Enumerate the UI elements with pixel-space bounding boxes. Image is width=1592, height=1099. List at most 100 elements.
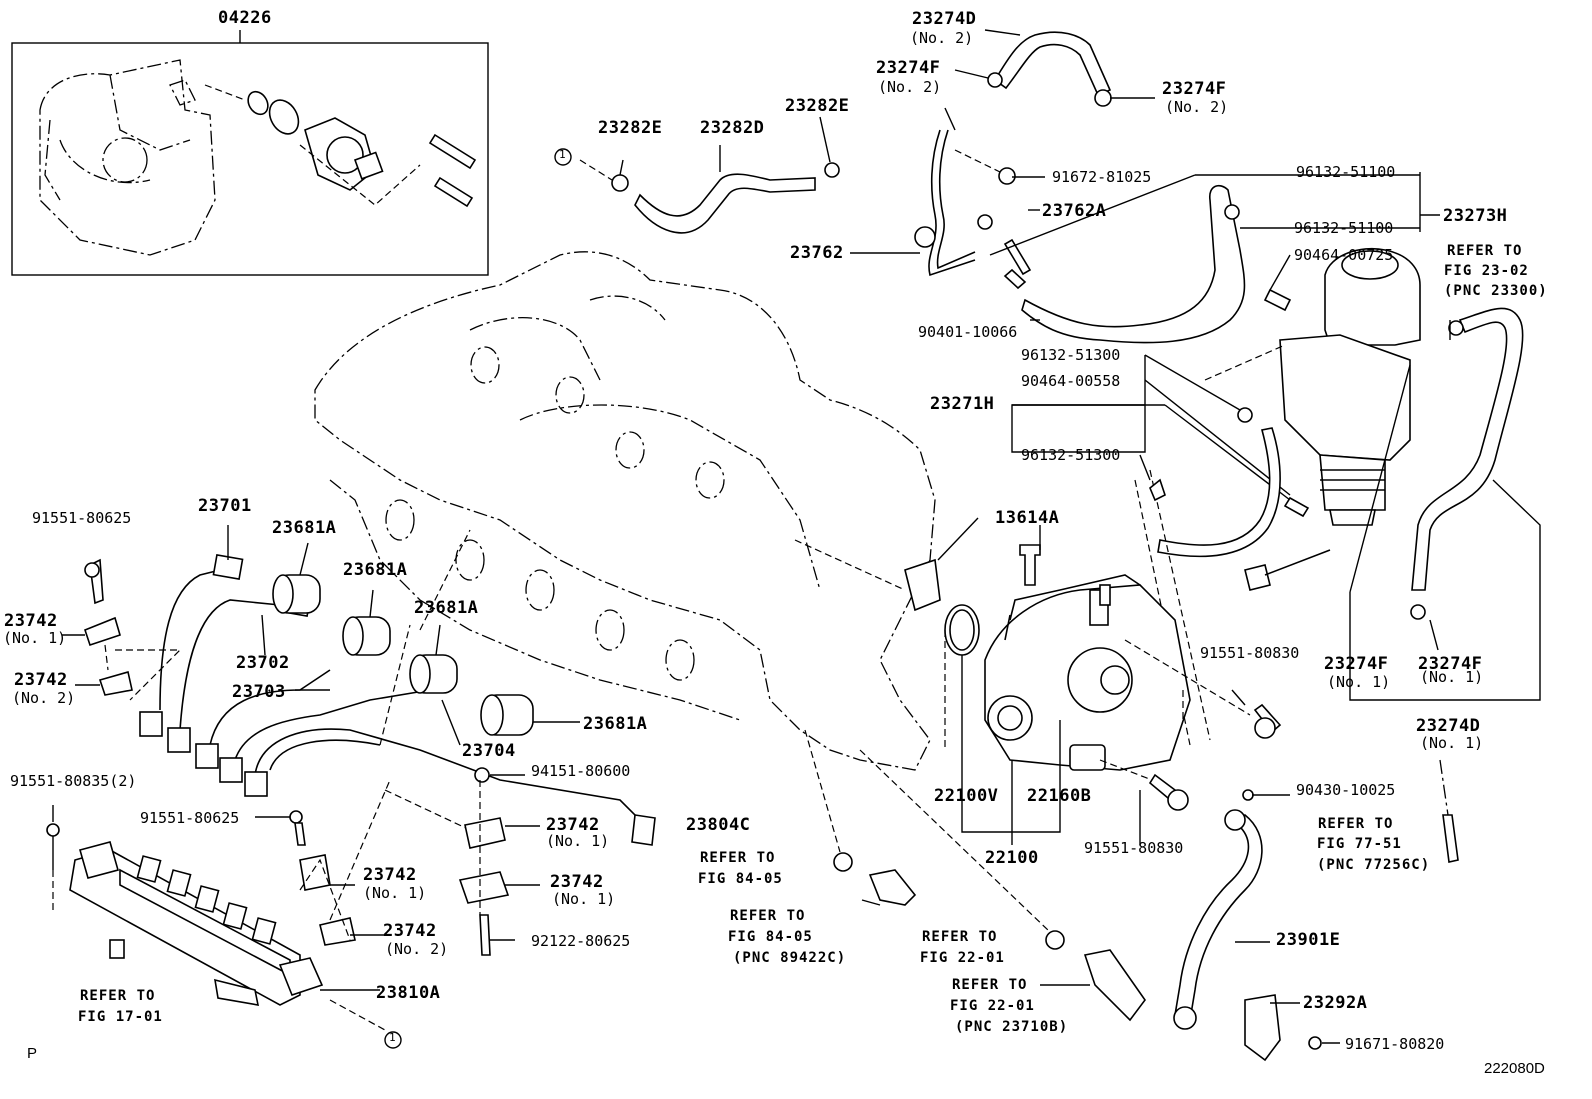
label-91551-80625-a: 91551-80625 [32,509,132,527]
label-96132-51300-a: 96132-51300 [1021,346,1121,364]
label-23742-a-sub: (No. 1) [3,629,67,647]
label-23274D-b-sub: (No. 1) [1420,734,1484,752]
label-94151-80600: 94151-80600 [531,762,631,780]
sensor-89422C [804,729,917,906]
label-refer-to-fig-22-01-line2: FIG 22-01 [920,950,1005,966]
label-22100: 22100 [985,848,1039,868]
label-23274F-a: 23274F [876,58,941,78]
label-refer-to-fig-84-05-c-line1: REFER TO [730,908,806,924]
label-23762A: 23762A [1042,201,1107,221]
label-refer-to-fig-23-02-line1: REFER TO [1447,243,1523,259]
label-96132-51100-b: 96132-51100 [1294,219,1394,237]
sleeve-23681A-3 [409,654,458,694]
circle-ref-1-bottom: 1 [389,1031,396,1044]
label-23282E-b: 23282E [785,96,850,116]
label-23901E: 23901E [1276,930,1341,950]
label-91672-81025: 91672-81025 [1052,168,1152,186]
label-23810A: 23810A [376,983,441,1003]
hose-23282D [579,116,840,234]
label-23742-f: 23742 [383,921,437,941]
label-refer-to-fig-22-01-c-line2: FIG 22-01 [950,998,1035,1014]
fuel-rail-23810A [46,805,386,1031]
label-23274F-c-sub: (No. 1) [1327,673,1391,691]
hose-23274D-no2 [954,29,1155,107]
pipe-23762 [850,107,1045,277]
label-23681A-4: 23681A [583,714,648,734]
label-23742-c-sub: (No. 1) [546,832,610,850]
hose-23273H [989,172,1440,344]
label-refer-to-fig-23-02-line2: FIG 23-02 [1444,263,1529,279]
circle-ref-marks [384,148,572,1049]
label-23703: 23703 [232,682,286,702]
label-23742-d: 23742 [363,865,417,885]
label-refer-to-fig-77-51-line3: (PNC 77256C) [1317,857,1431,873]
label-23742-c: 23742 [546,815,600,835]
label-23681A-2: 23681A [343,560,408,580]
hose-23901E [1173,809,1340,1062]
label-96132-51300-b: 96132-51300 [1021,446,1121,464]
label-23681A-3: 23681A [414,598,479,618]
label-90430-10025: 90430-10025 [1296,781,1396,799]
label-23274F-b: 23274F [1162,79,1227,99]
label-04226: 04226 [218,8,272,28]
label-23742-b-sub: (No. 2) [12,689,76,707]
clamps-middle [255,767,540,956]
label-refer-to-fig-84-05-line2: FIG 84-05 [698,871,783,887]
label-refer-to-fig-17-01-line1: REFER TO [80,988,156,1004]
label-22100V: 22100V [934,786,999,806]
label-23702: 23702 [236,653,290,673]
label-23762: 23762 [790,243,844,263]
label-refer-to-fig-84-05-c-line2: FIG 84-05 [728,929,813,945]
label-23274F-a-sub: (No. 2) [878,78,942,96]
label-refer-to-fig-22-01-c-line1: REFER TO [952,977,1028,993]
supply-pump-22100 [794,517,1290,845]
label-23742-e-sub: (No. 1) [552,890,616,908]
label-92122-80625: 92122-80625 [531,932,631,950]
label-23292A: 23292A [1303,993,1368,1013]
label-refer-to-fig-77-51-line1: REFER TO [1318,816,1394,832]
label-23742-d-sub: (No. 1) [363,884,427,902]
diagram-code: 222080D [1484,1060,1545,1077]
engine-block-outline [314,251,936,771]
label-23742-b: 23742 [14,670,68,690]
label-90464-00558: 90464-00558 [1021,372,1121,390]
label-23804C: 23804C [686,815,751,835]
label-23681A-1: 23681A [272,518,337,538]
label-refer-to-fig-22-01-c-line3: (PNC 23710B) [955,1019,1069,1035]
label-23704: 23704 [462,741,516,761]
label-23742-e: 23742 [550,872,604,892]
label-refer-to-fig-23-02-line3: (PNC 23300) [1444,283,1548,299]
label-23742-a: 23742 [4,611,58,631]
label-91551-80625-b: 91551-80625 [140,809,240,827]
label-13614A: 13614A [995,508,1060,528]
circle-ref-1-top: 1 [559,148,566,161]
label-23701: 23701 [198,496,252,516]
label-refer-to-fig-77-51-line2: FIG 77-51 [1317,836,1402,852]
label-91671-80820: 91671-80820 [1345,1035,1445,1053]
label-23274D-top: 23274D [912,9,977,29]
injector-23710B [859,749,1146,1022]
label-23282D: 23282D [700,118,765,138]
sleeve-23681A-2 [342,616,391,656]
label-23274F-b-sub: (No. 2) [1165,98,1229,116]
sleeve-23681A-1 [272,574,321,614]
page-marker: P [27,1045,38,1062]
label-90401-10066: 90401-10066 [918,323,1018,341]
label-23274D-top-sub: (No. 2) [910,29,974,47]
fuel-filter-assembly [1204,248,1541,863]
label-23274F-d: 23274F [1418,654,1483,674]
label-91551-80835: 91551-80835(2) [10,772,137,790]
label-23274F-c: 23274F [1324,654,1389,674]
label-refer-to-fig-22-01-line1: REFER TO [922,929,998,945]
label-refer-to-fig-17-01-line2: FIG 17-01 [78,1009,163,1025]
label-23271H: 23271H [930,394,995,414]
label-90464-00725: 90464-00725 [1294,246,1394,264]
kit-box-04226 [11,30,489,276]
label-refer-to-fig-84-05-line1: REFER TO [700,850,776,866]
label-22160B: 22160B [1027,786,1092,806]
clamps-left [62,558,182,701]
label-23273H: 23273H [1443,206,1508,226]
label-91551-80830-a: 91551-80830 [1200,644,1300,662]
hose-23271H [1011,354,1310,746]
